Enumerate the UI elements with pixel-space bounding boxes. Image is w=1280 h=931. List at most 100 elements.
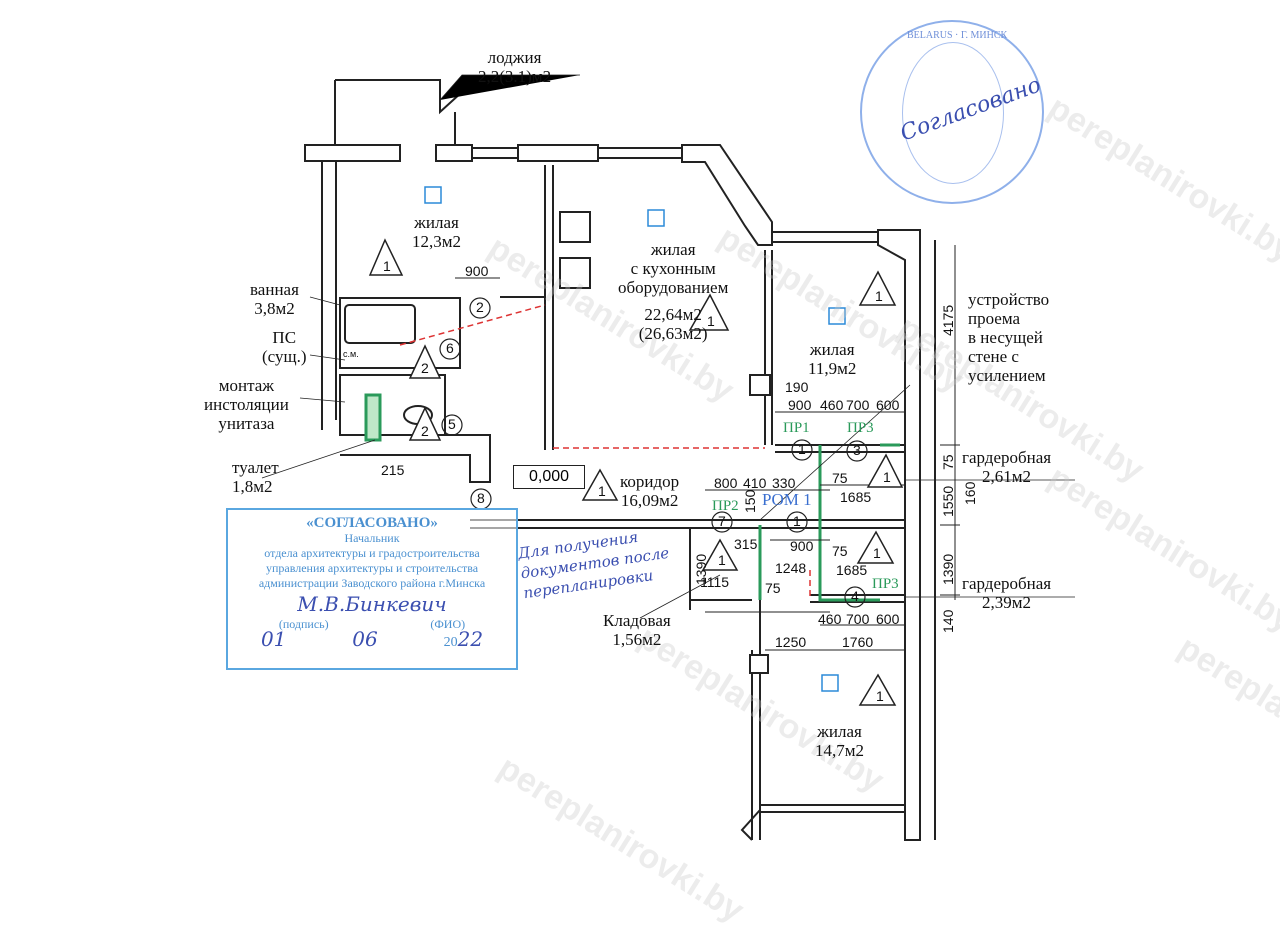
room-area: 1,8м2 [232,477,273,496]
room-name: гардеробная [962,448,1052,467]
stamp-year-prefix: 20 [443,635,458,650]
dimension: 160 [962,481,978,505]
triangles [368,238,904,706]
electric-icons [424,186,846,692]
triangle-label: 1 [876,688,884,704]
room-tag: POM 1 [762,490,812,509]
marker-pr2: ПР2 [712,498,739,514]
note-text: унитаза [218,414,275,433]
seal-text: BELARUS · Г. МИНСК [907,30,1008,41]
dimension: 1390 [940,553,956,585]
room-name: коридор [620,472,680,491]
approval-stamp: «СОГЛАСОВАНО» Начальник отдела архитекту… [226,508,518,670]
dimension: 600 [876,397,900,413]
corridor-wall [470,519,905,529]
note-text: усилением [968,366,1046,385]
walls [304,79,936,841]
dimension: 900 [790,538,814,554]
stamp-label: (подпись) [278,617,329,631]
stamp-text: Начальник [344,531,400,545]
sink [559,257,591,289]
room-name: ванная [250,280,299,299]
dimension: 75 [832,470,848,486]
wall [304,144,401,162]
dimension: 190 [785,379,809,395]
window [772,231,878,243]
loggia-outline [334,79,463,150]
note-text: проема [968,309,1021,328]
bath-block [339,297,461,369]
level-mark: 0,000 [513,465,585,489]
triangle-label: 2 [421,423,429,439]
triangle-label: 2 [421,360,429,376]
circle-number: 7 [718,513,726,529]
room-name: туалет [232,458,279,477]
bay-wall [681,144,773,246]
dimension: 700 [846,397,870,413]
room-area: 16,09м2 [620,491,679,510]
circle-number: 3 [853,442,861,458]
room-area: 12,3м2 [412,232,462,251]
dimension: 1115 [700,574,730,590]
stamp-label: (ФИО) [430,617,466,631]
dimension: 1685 [840,489,872,505]
window [598,147,682,159]
dimension: 330 [772,475,796,491]
room-name: жилая [414,213,459,232]
dimension: 460 [818,611,842,627]
dimension: 800 [714,475,738,491]
room-name: жилая [650,240,696,259]
round-seal: Согласовано BELARUS · Г. МИНСК [860,20,1044,204]
room-name: жилая [809,340,855,359]
room-area: 22,64м2 [644,305,702,324]
dimension: 1760 [842,634,874,650]
dimension: 410 [743,475,767,491]
room-name: оборудованием [618,278,729,297]
circle-number: 4 [851,588,859,604]
stamp-text: администрации Заводского района г.Минска [258,576,486,590]
wall [435,144,473,162]
stamp-text: отдела архитектуры и градостроительства [264,546,480,560]
marker-pr1: ПР1 [783,420,810,436]
note-text: в несущей [968,328,1043,347]
triangle-label: 1 [707,313,715,329]
washer-label: с.м. [343,349,359,359]
circle-number: 2 [476,299,484,315]
triangle-label: 1 [873,545,881,561]
room-area: 3,8м2 [254,299,295,318]
room-area: 11,9м2 [808,359,857,378]
leader-lines [261,74,1075,619]
dimension: 1550 [940,485,956,517]
dimension: 215 [381,462,405,478]
room-area: 1,56м2 [612,630,662,649]
marker-pr3: ПР3 [872,576,899,592]
dimension: 600 [876,611,900,627]
stamp-month: 06 [352,627,378,651]
dimension: 900 [465,263,489,279]
note-text: (сущ.) [262,347,307,366]
partition [810,594,905,603]
wall [740,809,906,841]
note-text: стене с [968,347,1019,366]
circle-number: 5 [448,416,456,432]
triangle-label: 1 [598,483,606,499]
note-ps: ПС(сущ.) [262,328,306,366]
room-area: 2,39м2 [982,593,1032,612]
dimension: 315 [734,536,758,552]
circle-number: 1 [798,441,806,457]
triangle-label: 1 [875,288,883,304]
column [749,374,771,396]
room-name: лоджия [487,48,542,67]
room-area: 2,61м2 [982,467,1032,486]
dimension: 1390 [693,553,709,585]
